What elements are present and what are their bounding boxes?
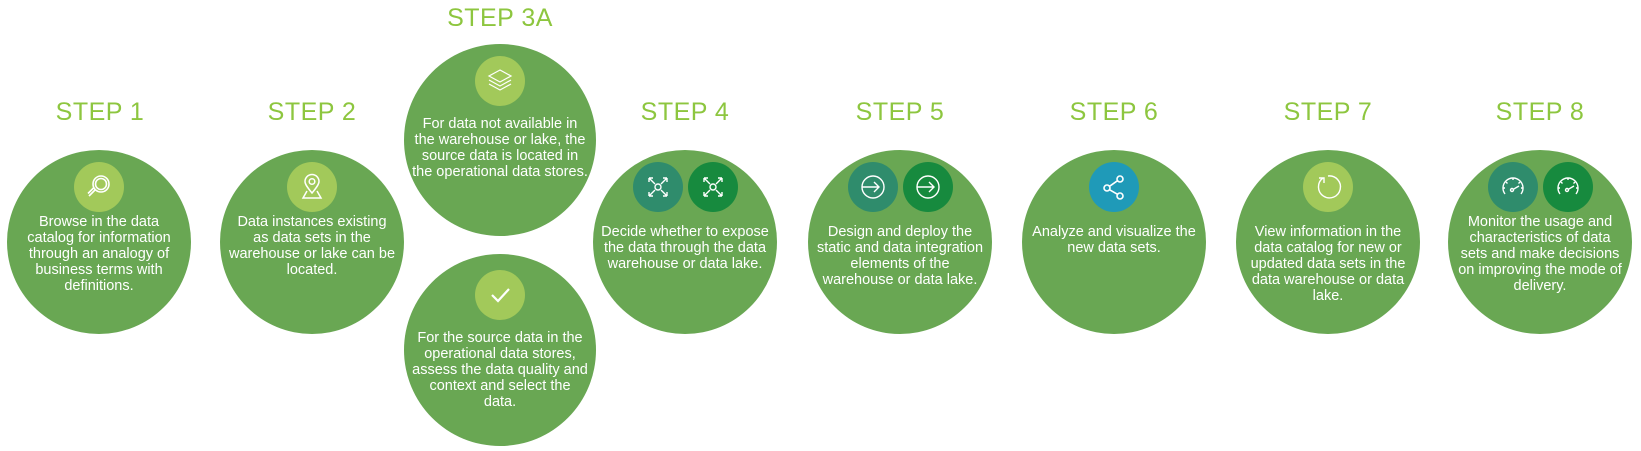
step-7-label: STEP 7 bbox=[1283, 98, 1373, 126]
speedometer-icon bbox=[1487, 162, 1538, 212]
checkmark-icon bbox=[475, 270, 525, 320]
arrow-circle-right-icon bbox=[902, 162, 953, 212]
step-1-description: Browse in the data catalog for informati… bbox=[27, 214, 171, 294]
refresh-icon bbox=[1303, 162, 1353, 212]
share-icon bbox=[1089, 162, 1139, 212]
step-5-label: STEP 5 bbox=[855, 98, 945, 126]
expand-icon bbox=[632, 162, 683, 212]
step-2-label: STEP 2 bbox=[267, 98, 357, 126]
step-3b-circle: For the source data in the operational d… bbox=[404, 254, 596, 446]
step-3a-label: STEP 3A bbox=[447, 4, 553, 32]
step-4-label: STEP 4 bbox=[640, 98, 730, 126]
step-8-label: STEP 8 bbox=[1495, 98, 1585, 126]
arrow-circle-right-icon bbox=[847, 162, 898, 212]
step-8-circle: Monitor the usage and characteristics of… bbox=[1448, 150, 1632, 334]
step-4-description: Decide whether to expose the data throug… bbox=[601, 224, 769, 272]
speedometer-icon bbox=[1542, 162, 1593, 212]
step-4-circle: Decide whether to expose the data throug… bbox=[593, 150, 777, 334]
step-3a-circle: For data not available in the warehouse … bbox=[404, 44, 596, 236]
step-5-circle: Design and deploy the static and data in… bbox=[808, 150, 992, 334]
search-icon bbox=[74, 162, 124, 212]
expand-icon bbox=[687, 162, 738, 212]
layers-icon bbox=[475, 56, 525, 106]
step-8-description: Monitor the usage and characteristics of… bbox=[1458, 214, 1622, 294]
step-2-description: Data instances existing as data sets in … bbox=[228, 214, 396, 278]
step-3b-description: For the source data in the operational d… bbox=[412, 330, 588, 410]
map-pin-icon bbox=[287, 162, 337, 212]
step-5-description: Design and deploy the static and data in… bbox=[816, 224, 984, 288]
step-1-circle: Browse in the data catalog for informati… bbox=[7, 150, 191, 334]
step-6-circle: Analyze and visualize the new data sets. bbox=[1022, 150, 1206, 334]
step-1-label: STEP 1 bbox=[55, 98, 145, 126]
step-6-description: Analyze and visualize the new data sets. bbox=[1032, 224, 1196, 256]
step-7-circle: View information in the data catalog for… bbox=[1236, 150, 1420, 334]
step-3a-description: For data not available in the warehouse … bbox=[412, 116, 588, 180]
step-6-label: STEP 6 bbox=[1069, 98, 1159, 126]
step-7-description: View information in the data catalog for… bbox=[1250, 224, 1406, 304]
step-2-circle: Data instances existing as data sets in … bbox=[220, 150, 404, 334]
